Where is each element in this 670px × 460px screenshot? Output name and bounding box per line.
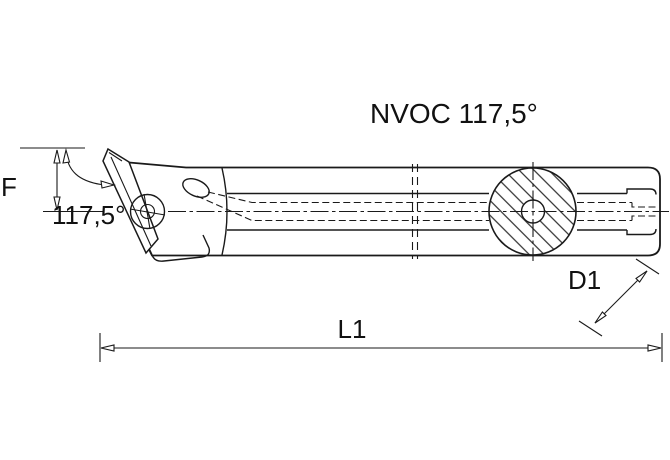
- d1-dimension-label: D1: [568, 265, 601, 295]
- drawing-title: NVOC 117,5°: [370, 98, 538, 129]
- l1-extension-ticks: [99, 333, 663, 362]
- coolant-outlet-ellipse: [182, 178, 210, 198]
- break-lines: [411, 164, 419, 259]
- pocket-outline: [141, 232, 211, 262]
- dimension-l1: L1: [99, 314, 663, 362]
- cutting-insert: [102, 147, 159, 255]
- d1-arrow-upright-icon: [635, 270, 648, 283]
- f-arrow-down-icon: [53, 196, 61, 211]
- angle-dimension-label: 117,5°: [52, 200, 126, 230]
- inner-cylinder-lines: [227, 192, 627, 231]
- screw-cross-icon: [129, 193, 166, 230]
- l1-arrow-right-icon: [647, 344, 662, 352]
- hidden-coolant-lines: [196, 191, 658, 222]
- screw-bore-circle: [139, 203, 156, 220]
- f-dimension-label: F: [1, 172, 17, 202]
- l1-dimension-label: L1: [338, 314, 367, 344]
- l1-arrow-left-icon: [100, 344, 115, 352]
- insert-pocket: [141, 232, 211, 262]
- f-reference-lines: [20, 147, 103, 213]
- clamp-screw: [129, 193, 166, 230]
- dimension-angle: 117,5°: [52, 147, 126, 230]
- dimension-f: F: [1, 147, 103, 213]
- length-break-lines: [411, 164, 419, 259]
- dimension-d1: D1: [568, 258, 660, 337]
- d1-extension-ticks: [578, 258, 660, 337]
- insert-edge-lines: [108, 152, 152, 247]
- screw-head-circle: [129, 193, 166, 230]
- f-arrow-up-icon: [53, 149, 61, 164]
- d1-arrow-downleft-icon: [594, 311, 607, 324]
- angle-arrow-right-icon: [100, 180, 117, 189]
- coolant-channel-dashed: [196, 191, 632, 222]
- angle-arrow-up-icon: [62, 147, 71, 164]
- end-collar-step: [626, 188, 657, 236]
- coolant-end-step-dashed: [631, 202, 658, 221]
